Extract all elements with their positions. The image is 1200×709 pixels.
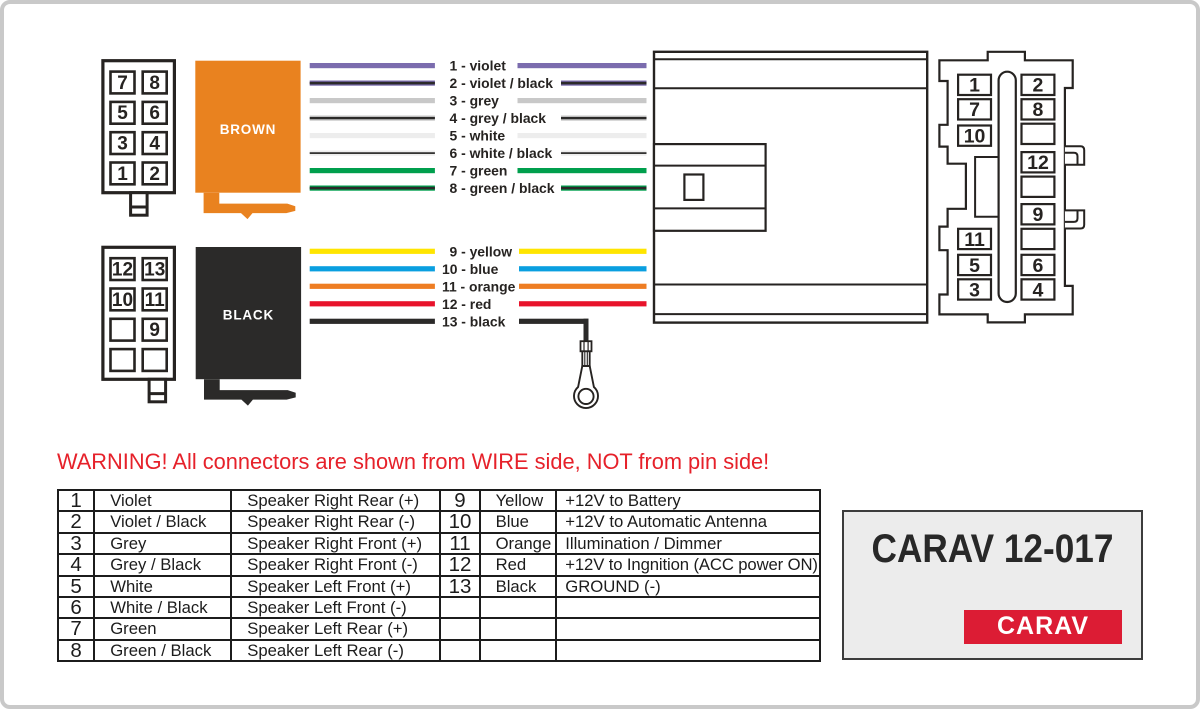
svg-text:8: 8	[149, 73, 160, 94]
svg-text:11 - orange: 11 - orange	[442, 278, 516, 294]
svg-text:BLACK: BLACK	[223, 308, 274, 323]
svg-text:12 - red: 12 - red	[442, 296, 491, 312]
svg-text:9 - yellow: 9 - yellow	[450, 243, 513, 259]
svg-text:10: 10	[112, 290, 133, 311]
svg-text:2: 2	[1033, 75, 1044, 97]
svg-text:12: 12	[1027, 152, 1049, 174]
svg-text:2: 2	[149, 164, 160, 185]
svg-text:8 - green / black: 8 - green / black	[450, 180, 555, 196]
svg-text:6: 6	[149, 103, 160, 124]
svg-text:7: 7	[969, 99, 980, 121]
svg-text:BROWN: BROWN	[220, 122, 277, 137]
svg-text:11: 11	[964, 229, 985, 251]
svg-text:1 - violet: 1 - violet	[450, 58, 507, 74]
svg-text:4: 4	[149, 134, 160, 155]
svg-text:3: 3	[117, 134, 128, 155]
svg-text:2 - violet / black: 2 - violet / black	[450, 75, 554, 91]
svg-text:5 - white: 5 - white	[450, 128, 506, 144]
svg-text:10: 10	[964, 126, 986, 148]
svg-text:10 - blue: 10 - blue	[442, 261, 499, 277]
svg-text:3 - grey: 3 - grey	[450, 93, 500, 109]
svg-text:12: 12	[112, 260, 133, 281]
svg-text:5: 5	[969, 255, 980, 277]
svg-text:3: 3	[969, 279, 980, 301]
svg-text:11: 11	[145, 290, 166, 311]
svg-text:4: 4	[1033, 279, 1044, 301]
svg-text:6: 6	[1033, 255, 1044, 277]
svg-text:13 - black: 13 - black	[442, 313, 506, 329]
svg-text:6 - white / black: 6 - white / black	[450, 145, 553, 161]
svg-text:7 - green: 7 - green	[450, 163, 508, 179]
svg-text:9: 9	[149, 320, 160, 341]
svg-text:4 - grey / black: 4 - grey / black	[450, 110, 547, 126]
svg-text:1: 1	[969, 75, 980, 97]
svg-text:5: 5	[117, 103, 128, 124]
svg-text:13: 13	[144, 260, 165, 281]
svg-text:1: 1	[117, 164, 128, 185]
svg-text:8: 8	[1033, 99, 1044, 121]
svg-text:9: 9	[1033, 204, 1044, 226]
svg-text:7: 7	[117, 73, 128, 94]
